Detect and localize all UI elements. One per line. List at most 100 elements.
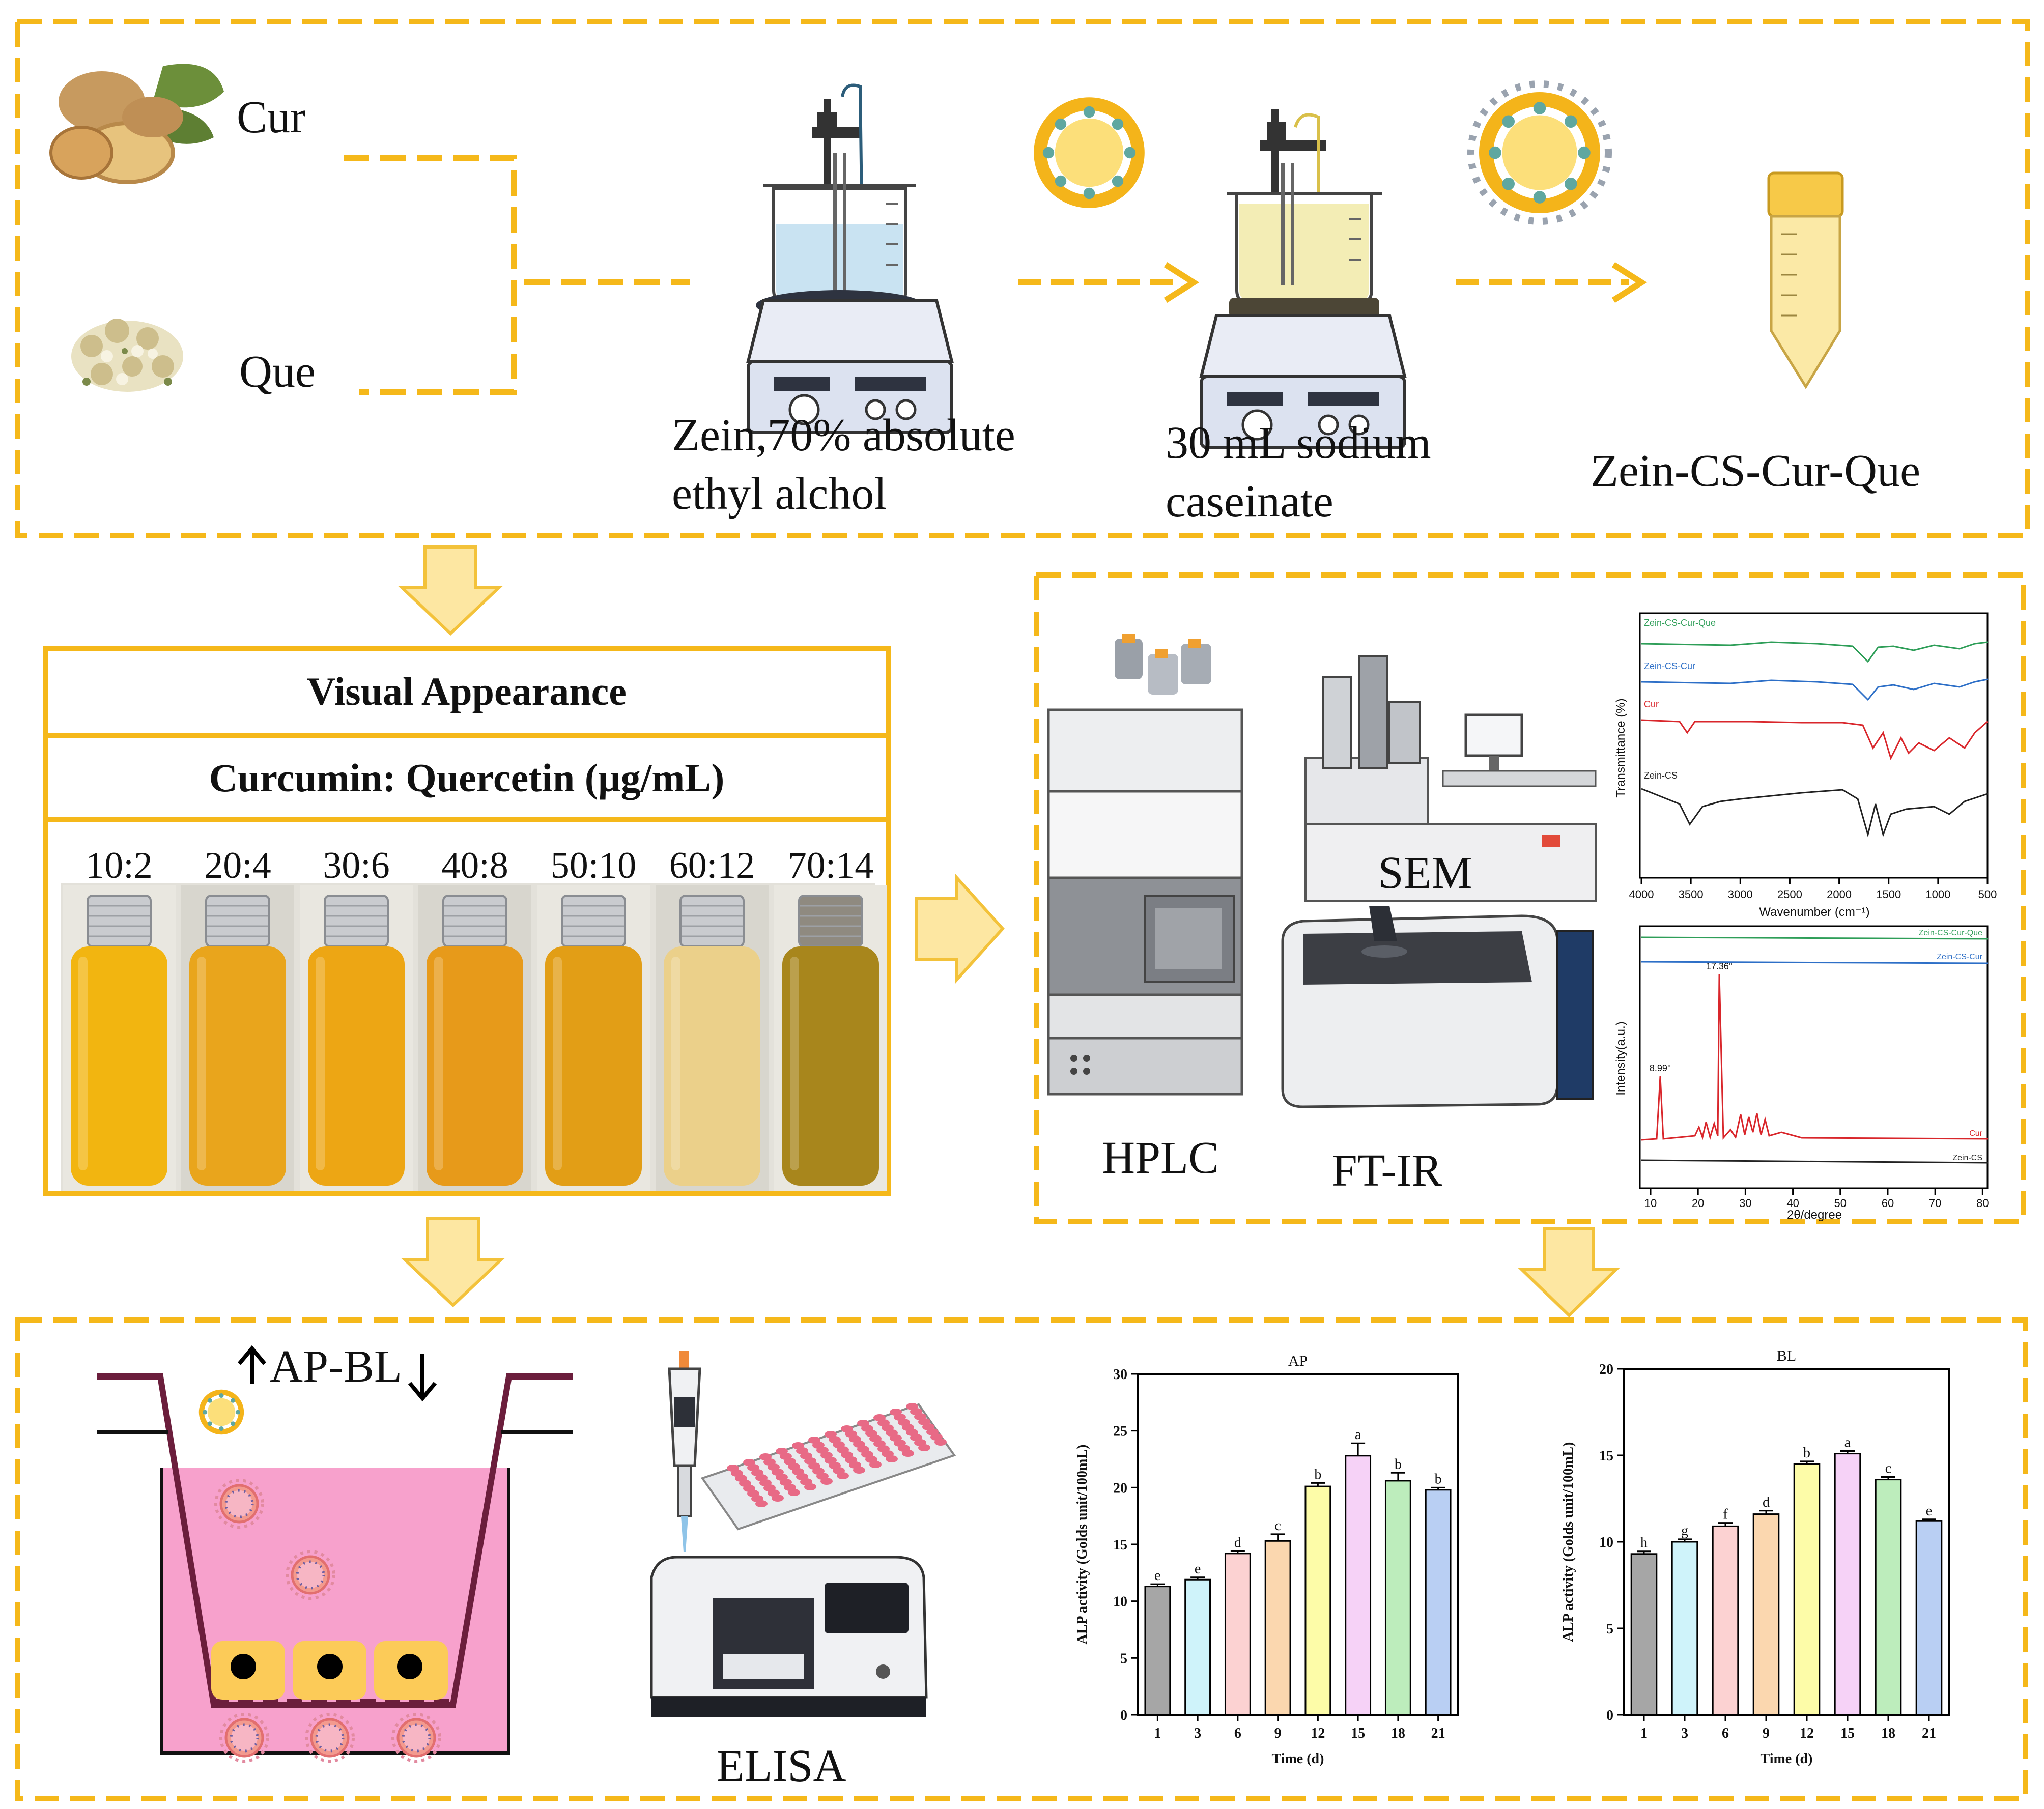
- vial-highlight: [197, 957, 206, 1170]
- vial-highlight: [553, 957, 562, 1170]
- xrd-x-tick-label: 70: [1929, 1197, 1941, 1210]
- y-tick-label: 20: [1599, 1362, 1613, 1377]
- step1-label-line1: Zein,70% absolute: [672, 410, 1015, 461]
- x-tick-label: 18: [1391, 1726, 1405, 1741]
- ftir-label: FT-IR: [1332, 1145, 1442, 1196]
- bar: [1224, 1553, 1251, 1716]
- xrd-line-zein-cs-cur-que: [1641, 936, 1988, 940]
- caseinate-coated-nanoparticle-icon: [1467, 80, 1612, 225]
- xrd-x-tick-label: 30: [1739, 1197, 1751, 1210]
- x-tick-label: 15: [1351, 1726, 1365, 1741]
- characterization-frame: [1034, 572, 2026, 1224]
- arrow-right-1: [1018, 262, 1200, 303]
- xrd-series-label-cur: Cur: [1969, 1129, 1982, 1138]
- vial-body: [664, 946, 760, 1186]
- bar: [1712, 1525, 1739, 1716]
- visual-title: Visual Appearance: [307, 669, 627, 713]
- vial-highlight: [671, 957, 680, 1170]
- vial-highlight: [434, 957, 443, 1170]
- step2-label-line2: caseinate: [1166, 476, 1333, 527]
- vial-cap: [798, 895, 863, 947]
- ftir-ylabel: Transmittance (%): [1614, 698, 1628, 797]
- right-arrow-big: [915, 874, 1005, 984]
- bar: [1184, 1578, 1211, 1716]
- significance-letter: e: [1154, 1568, 1160, 1584]
- plate-well: [886, 1455, 898, 1462]
- sem-label: SEM: [1378, 848, 1472, 898]
- significance-letter: g: [1681, 1523, 1688, 1539]
- y-tick-label: 30: [1113, 1367, 1127, 1383]
- visual-subtitle: Curcumin: Quercetin (µg/mL): [209, 756, 725, 800]
- cell-layer: [211, 1641, 448, 1700]
- plate-well: [934, 1439, 947, 1446]
- que-flower-image: [71, 319, 183, 392]
- plate-well: [820, 1478, 833, 1485]
- x-tick-label: 21: [1431, 1726, 1445, 1741]
- xrd-line-zein-cs: [1641, 1159, 1988, 1164]
- vial-ratio-label: 70:14: [788, 845, 874, 886]
- significance-letter: b: [1395, 1456, 1402, 1472]
- significance-letter: d: [1234, 1535, 1241, 1550]
- ingredient-cur-label: Cur: [237, 92, 305, 142]
- significance-letter: e: [1926, 1503, 1932, 1519]
- significance-letter: h: [1640, 1535, 1648, 1551]
- pipette-image: [668, 1351, 701, 1552]
- bar: [1144, 1586, 1171, 1716]
- ftir-x-tick-label: 3500: [1679, 888, 1704, 901]
- ftir-xlabel: Wavenumber (cm⁻¹): [1759, 905, 1869, 919]
- ftir-series-label-zein-cs: Zein-CS: [1644, 770, 1678, 781]
- ftir-line-zein-cs-cur: [1641, 678, 1988, 701]
- elisa-reader-image: [650, 1556, 928, 1717]
- significance-letter: b: [1803, 1445, 1810, 1461]
- vial-cap: [87, 895, 152, 947]
- merge-connector: [344, 155, 690, 395]
- experiment-frame: [15, 1317, 2028, 1801]
- plate-well: [902, 1450, 914, 1457]
- chart-title: BL: [1777, 1347, 1796, 1364]
- vial-cap: [442, 895, 507, 947]
- bar: [1671, 1541, 1698, 1716]
- xrd-series-label-zein-cs: Zein-CS: [1952, 1154, 1982, 1162]
- xrd-line-cur: [1641, 974, 1988, 1141]
- xrd-x-tick-label: 10: [1644, 1197, 1657, 1210]
- x-axis-label: Time (d): [1272, 1751, 1324, 1767]
- ftir-instrument-image: [1281, 906, 1594, 1108]
- plate-well: [869, 1461, 882, 1468]
- hplc-label: HPLC: [1102, 1133, 1219, 1183]
- zein-nanoparticle-icon: [1040, 104, 1138, 202]
- xrd-series-label-zein-cs-cur: Zein-CS-Cur: [1937, 953, 1982, 961]
- bar: [1384, 1480, 1411, 1716]
- bar: [1793, 1463, 1821, 1716]
- ingredient-que-label: Que: [239, 347, 316, 397]
- sem-instrument-image: [1304, 655, 1597, 902]
- vial-highlight: [790, 957, 799, 1170]
- y-tick-label: 10: [1113, 1594, 1127, 1610]
- y-tick-label: 20: [1113, 1480, 1127, 1496]
- cur-root-image: [49, 64, 224, 184]
- y-tick-label: 0: [1120, 1708, 1127, 1724]
- y-axis-label: ALP activity (Golds unit/100mL): [1074, 1445, 1090, 1645]
- xrd-x-tick-label: 80: [1976, 1197, 1989, 1210]
- x-tick-label: 21: [1922, 1726, 1936, 1741]
- chart-title: AP: [1288, 1353, 1308, 1369]
- x-tick-label: 9: [1274, 1726, 1282, 1741]
- elisa-label: ELISA: [717, 1741, 846, 1791]
- bar: [1752, 1513, 1780, 1716]
- x-tick-label: 6: [1722, 1726, 1729, 1741]
- x-tick-label: 15: [1840, 1726, 1855, 1741]
- ftir-x-tick-label: 2000: [1827, 888, 1852, 901]
- bar: [1345, 1455, 1372, 1716]
- xrd-series-label-zein-cs-cur-que: Zein-CS-Cur-Que: [1919, 929, 1982, 937]
- vial-body: [545, 946, 642, 1186]
- y-tick-label: 10: [1599, 1535, 1613, 1550]
- xrd-chart: Zein-CS-Cur-Que Zein-CS-Cur Cur Zein-CS …: [1614, 925, 1989, 1222]
- plate-well: [804, 1483, 816, 1490]
- x-tick-label: 12: [1311, 1726, 1325, 1741]
- ftir-series-label-zein-cs-cur-que: Zein-CS-Cur-Que: [1644, 618, 1716, 628]
- bar: [1630, 1553, 1658, 1716]
- significance-letter: a: [1844, 1435, 1851, 1451]
- plate-well: [755, 1500, 768, 1507]
- vial-cap: [324, 895, 389, 947]
